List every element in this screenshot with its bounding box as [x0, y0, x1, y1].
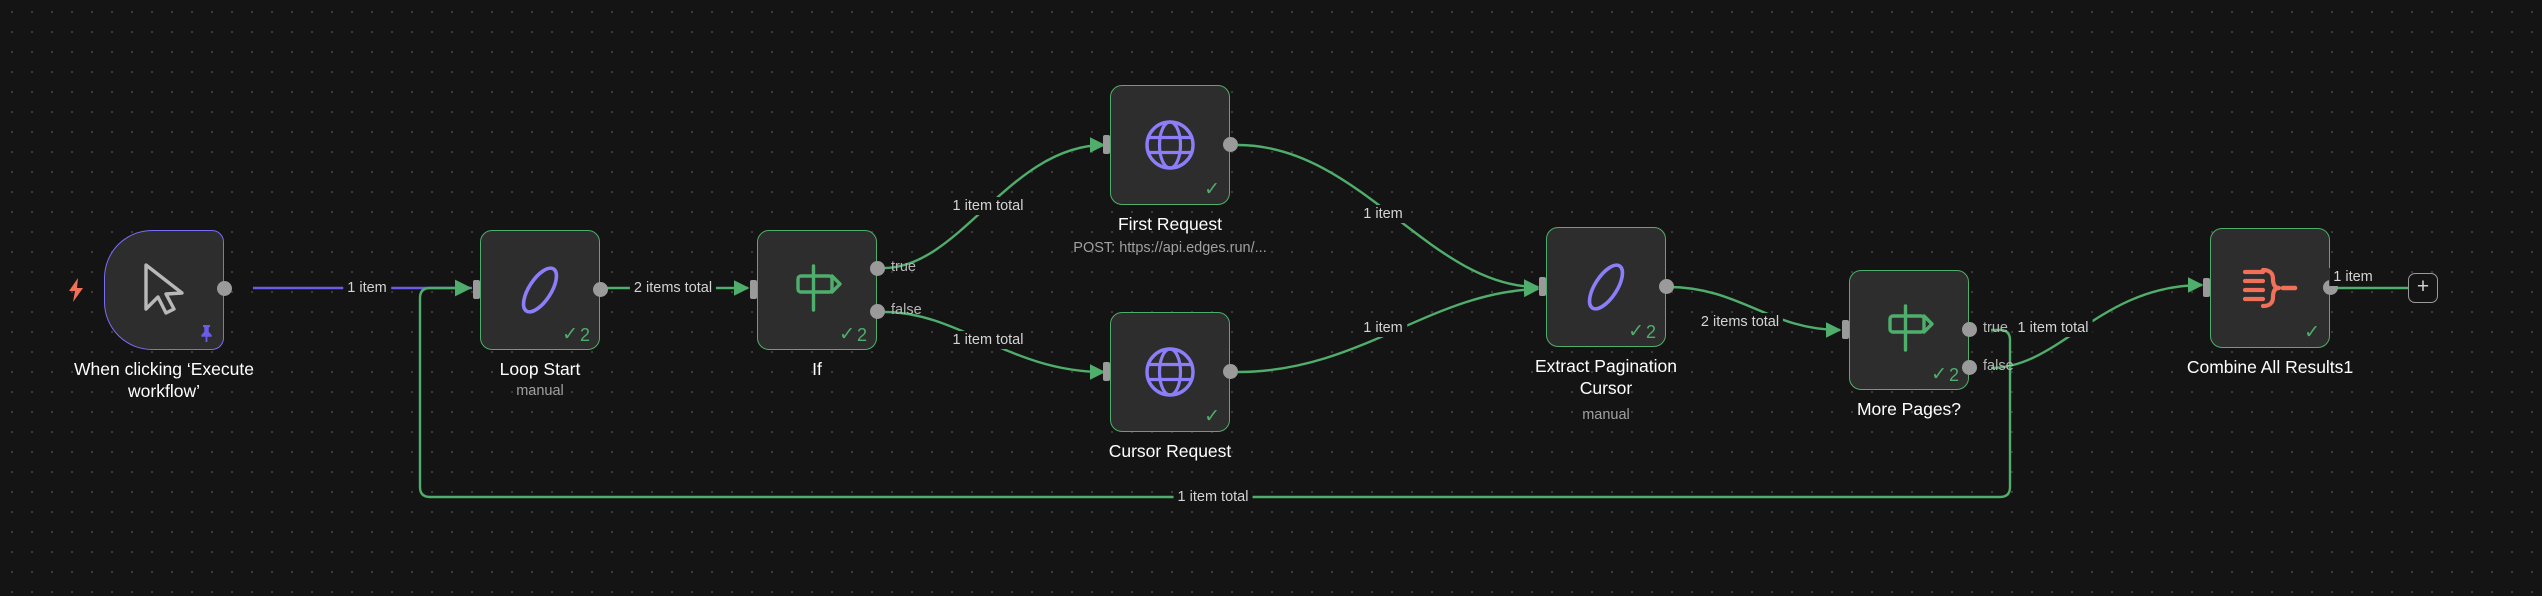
edge-label-if-true-to-first: 1 item total: [948, 197, 1028, 215]
loop-start-output-port[interactable]: [593, 282, 608, 297]
check-icon: ✓: [1204, 179, 1220, 200]
node-loop-start[interactable]: ✓ 2: [480, 230, 600, 350]
if-output-label-false: false: [891, 302, 922, 318]
node-label-extract-pagination-cursor: Extract Pagination Cursor: [1534, 356, 1678, 399]
pin-icon: [201, 325, 212, 342]
signpost-icon: [1888, 304, 1934, 352]
edge-label-cursor-to-extract: 1 item: [1359, 319, 1407, 337]
code-pencil-icon: [1587, 263, 1625, 311]
edge-label-loop-to-if: 2 items total: [629, 279, 717, 297]
check-icon: ✓: [2304, 322, 2320, 343]
extract-output-port[interactable]: [1659, 279, 1674, 294]
run-badge-combine: ✓: [2304, 323, 2320, 342]
check-icon: ✓: [839, 324, 855, 345]
check-icon: ✓: [1204, 406, 1220, 427]
more-pages-output-label-true: true: [1983, 320, 2008, 336]
node-label-combine-all-results: Combine All Results1: [2186, 357, 2354, 377]
if-output-label-true: true: [891, 259, 916, 275]
node-label-first-request: First Request: [1117, 214, 1223, 234]
mouse-cursor-icon: [144, 263, 184, 315]
merge-icon: [2242, 267, 2298, 309]
node-when-clicking-execute-workflow[interactable]: [104, 230, 224, 350]
more-pages-output-port-false[interactable]: [1962, 360, 1977, 375]
more-pages-input-port[interactable]: [1842, 320, 1849, 339]
add-node-button[interactable]: +: [2408, 273, 2438, 303]
cursor-request-input-port[interactable]: [1103, 362, 1110, 381]
node-label-loop-start: Loop Start: [499, 359, 581, 379]
combine-input-port[interactable]: [2203, 278, 2210, 297]
edge-label-first-to-extract: 1 item: [1359, 205, 1407, 223]
node-sublabel-extract-pagination-cursor: manual: [1582, 407, 1630, 423]
node-cursor-request[interactable]: ✓: [1110, 312, 1230, 432]
extract-input-port[interactable]: [1539, 277, 1546, 296]
run-count-if: 2: [856, 324, 867, 345]
run-count-badge-if: ✓ 2: [839, 325, 867, 344]
check-icon: ✓: [1931, 364, 1947, 385]
if-input-port[interactable]: [750, 280, 757, 299]
loop-start-input-port[interactable]: [473, 280, 480, 299]
run-badge-first-request: ✓: [1204, 180, 1220, 199]
run-count-badge-extract: ✓ 2: [1628, 322, 1656, 341]
node-extract-pagination-cursor[interactable]: ✓ 2: [1546, 227, 1666, 347]
more-pages-output-port-true[interactable]: [1962, 322, 1977, 337]
run-count-more-pages: 2: [1948, 364, 1959, 385]
if-output-port-false[interactable]: [870, 304, 885, 319]
node-sublabel-loop-start: manual: [516, 383, 564, 399]
node-if[interactable]: ✓ 2: [757, 230, 877, 350]
edge-label-extract-to-more: 2 items total: [1696, 313, 1784, 331]
node-label-cursor-request: Cursor Request: [1108, 441, 1232, 461]
edge-label-more-true-loopback: 1 item total: [1173, 488, 1253, 506]
first-request-input-port[interactable]: [1103, 135, 1110, 154]
edge-label-trigger-to-loop: 1 item: [343, 279, 391, 297]
node-label-more-pages: More Pages?: [1856, 399, 1962, 419]
cursor-request-output-port[interactable]: [1223, 364, 1238, 379]
node-sublabel-first-request: POST: https://api.edges.run/...: [1073, 240, 1267, 256]
trigger-output-port[interactable]: [217, 281, 232, 296]
run-count-extract: 2: [1645, 321, 1656, 342]
run-count-badge-more-pages: ✓ 2: [1931, 365, 1959, 384]
node-label-trigger: When clicking ‘Execute workflow’: [74, 359, 254, 402]
if-output-port-true[interactable]: [870, 261, 885, 276]
run-count-loop-start: 2: [579, 324, 590, 345]
first-request-output-port[interactable]: [1223, 137, 1238, 152]
node-more-pages[interactable]: ✓ 2: [1849, 270, 1969, 390]
edge-label-more-false-to-combine: 1 item total: [2013, 319, 2093, 337]
run-badge-cursor-request: ✓: [1204, 407, 1220, 426]
code-pencil-icon: [521, 266, 559, 314]
globe-icon: [1145, 347, 1195, 397]
check-icon: ✓: [1628, 321, 1644, 342]
edge-label-if-false-to-cursor: 1 item total: [948, 331, 1028, 349]
edge-label-combine-to-add: 1 item: [2329, 268, 2377, 286]
globe-icon: [1145, 120, 1195, 170]
check-icon: ✓: [562, 324, 578, 345]
lightning-bolt-icon: [69, 278, 83, 302]
node-label-if: If: [812, 359, 822, 379]
node-first-request[interactable]: ✓: [1110, 85, 1230, 205]
run-count-badge-loop-start: ✓ 2: [562, 325, 590, 344]
more-pages-output-label-false: false: [1983, 358, 2014, 374]
node-combine-all-results[interactable]: ✓: [2210, 228, 2330, 348]
signpost-icon: [796, 264, 842, 312]
